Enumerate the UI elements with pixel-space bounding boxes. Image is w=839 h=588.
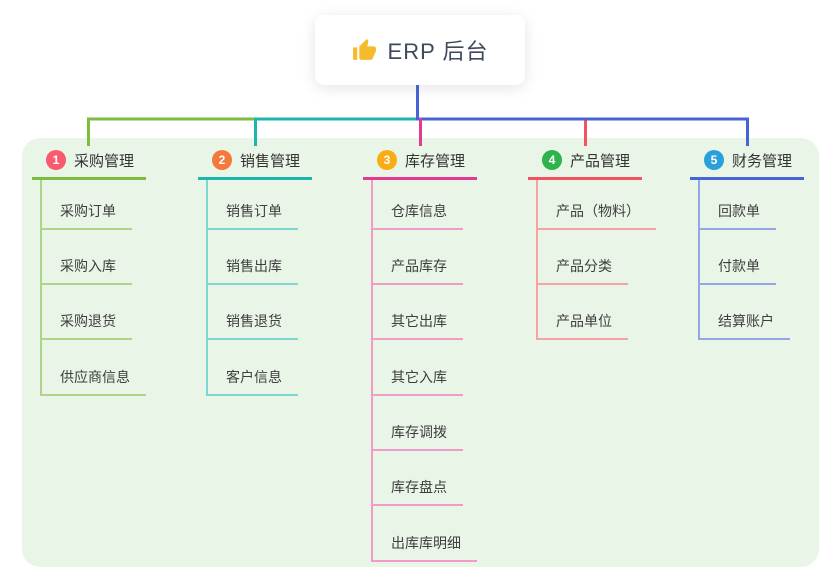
child-node[interactable]: 回款单 (700, 180, 776, 230)
child-label: 出库库明细 (391, 534, 461, 551)
branch-column: 2 销售管理 销售订单 销售出库 销售退货 客户信息 (198, 150, 312, 396)
branch-label: 采购管理 (74, 152, 135, 170)
child-node[interactable]: 销售退货 (208, 285, 298, 341)
child-node[interactable]: 产品库存 (373, 230, 463, 285)
child-label: 库存调拨 (391, 424, 447, 441)
branch-number-badge: 3 (377, 150, 397, 170)
child-node[interactable]: 产品（物料） (538, 180, 656, 230)
child-label: 库存盘点 (391, 479, 447, 496)
child-label: 付款单 (718, 257, 760, 274)
child-label: 产品库存 (391, 257, 447, 274)
branch-children: 采购订单 采购入库 采购退货 供应商信息 (40, 180, 146, 396)
child-node[interactable]: 销售订单 (208, 180, 298, 230)
branch-label: 销售管理 (240, 152, 301, 170)
child-label: 销售出库 (226, 257, 282, 274)
branch-label: 产品管理 (570, 152, 631, 170)
child-label: 产品分类 (556, 257, 612, 274)
branch-heading-node[interactable]: 4 产品管理 (528, 150, 642, 180)
branch-label: 库存管理 (405, 152, 466, 170)
branch-children: 产品（物料） 产品分类 产品单位 (536, 180, 656, 341)
child-node[interactable]: 结算账户 (700, 285, 790, 341)
branch-children: 销售订单 销售出库 销售退货 客户信息 (206, 180, 298, 396)
branch-children: 回款单 付款单 结算账户 (698, 180, 790, 341)
branch-heading-node[interactable]: 5 财务管理 (690, 150, 804, 180)
branch-number-badge: 1 (46, 150, 66, 170)
child-label: 其它入库 (391, 368, 447, 385)
branch-number-badge: 4 (542, 150, 562, 170)
child-label: 其它出库 (391, 313, 447, 330)
child-label: 产品单位 (556, 313, 612, 330)
branch-column: 4 产品管理 产品（物料） 产品分类 产品单位 (528, 150, 656, 341)
child-node[interactable]: 供应商信息 (42, 340, 146, 396)
branch-heading-node[interactable]: 2 销售管理 (198, 150, 312, 180)
branch-children: 仓库信息 产品库存 其它出库 其它入库 库存调拨 库存盘点 出库库明细 (371, 180, 477, 562)
child-node[interactable]: 产品单位 (538, 285, 628, 341)
mindmap-background-panel (22, 138, 819, 567)
branch-label: 财务管理 (732, 152, 793, 170)
child-label: 仓库信息 (391, 202, 447, 219)
child-node[interactable]: 其它入库 (373, 340, 463, 396)
child-label: 采购订单 (60, 202, 116, 219)
child-label: 产品（物料） (556, 202, 640, 219)
branch-column: 5 财务管理 回款单 付款单 结算账户 (690, 150, 804, 341)
child-node[interactable]: 其它出库 (373, 285, 463, 341)
child-label: 销售退货 (226, 313, 282, 330)
child-node[interactable]: 库存盘点 (373, 451, 463, 507)
connector-root-and-branch-5 (416, 85, 749, 146)
child-node[interactable]: 销售出库 (208, 230, 298, 285)
branch-number-badge: 5 (704, 150, 724, 170)
child-node[interactable]: 库存调拨 (373, 396, 463, 452)
child-node[interactable]: 出库库明细 (373, 506, 477, 562)
branch-heading-node[interactable]: 1 采购管理 (32, 150, 146, 180)
child-node[interactable]: 仓库信息 (373, 180, 463, 230)
child-label: 结算账户 (718, 313, 774, 330)
child-label: 回款单 (718, 202, 760, 219)
branch-heading-node[interactable]: 3 库存管理 (363, 150, 477, 180)
child-label: 销售订单 (226, 202, 282, 219)
thumbs-up-icon (352, 38, 376, 60)
child-node[interactable]: 产品分类 (538, 230, 628, 285)
child-label: 采购退货 (60, 313, 116, 330)
child-node[interactable]: 采购退货 (42, 285, 132, 341)
child-label: 供应商信息 (60, 368, 130, 385)
child-label: 采购入库 (60, 257, 116, 274)
branch-column: 3 库存管理 仓库信息 产品库存 其它出库 其它入库 库存调拨 库存盘点 出库库… (363, 150, 477, 562)
root-node-title: ERP 后台 (387, 39, 489, 64)
child-label: 客户信息 (226, 368, 282, 385)
branch-column: 1 采购管理 采购订单 采购入库 采购退货 供应商信息 (32, 150, 146, 396)
child-node[interactable]: 付款单 (700, 230, 776, 285)
root-node[interactable]: ERP 后台 (315, 15, 525, 85)
child-node[interactable]: 采购入库 (42, 230, 132, 285)
child-node[interactable]: 客户信息 (208, 340, 298, 396)
branch-number-badge: 2 (212, 150, 232, 170)
child-node[interactable]: 采购订单 (42, 180, 132, 230)
